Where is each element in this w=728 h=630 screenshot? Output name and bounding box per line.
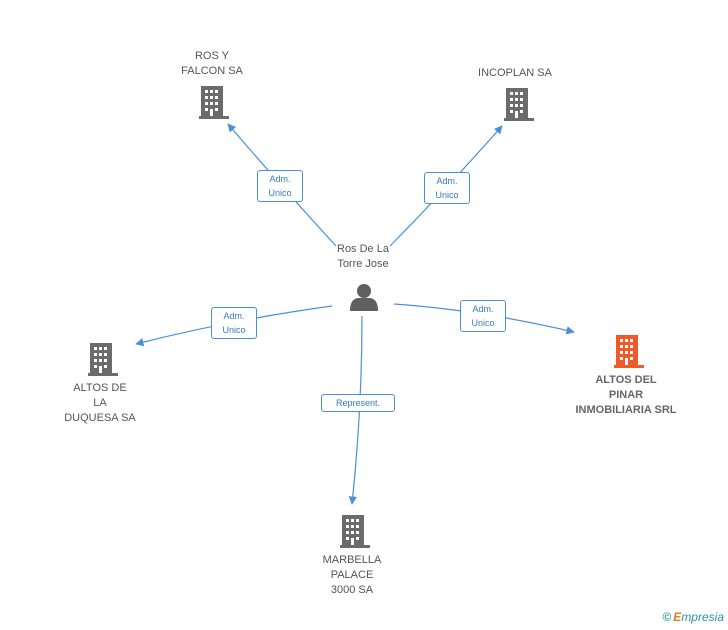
building-icon-marbella[interactable]	[340, 515, 370, 548]
company-label-ros-falcon[interactable]: ROS Y FALCON SA	[181, 50, 243, 77]
person-name-label[interactable]: Ros De La Torre Jose	[337, 243, 389, 270]
building-icon-incoplan[interactable]	[504, 88, 534, 121]
edge-label-altos-duquesa: Adm. Unico	[211, 307, 257, 339]
company-label-altos-duquesa[interactable]: ALTOS DE LA DUQUESA SA	[64, 382, 136, 424]
building-icon-altos-duquesa[interactable]	[88, 343, 118, 376]
company-label-altos-pinar[interactable]: ALTOS DEL PINAR INMOBILIARIA SRL	[575, 374, 677, 416]
empresia-logo: ©Empresia	[662, 610, 724, 624]
person-icon[interactable]	[350, 284, 378, 311]
copyright-symbol: ©	[662, 610, 672, 624]
brand-initial: E	[673, 610, 682, 624]
company-label-incoplan[interactable]: INCOPLAN SA	[478, 67, 552, 79]
edge-label-ros-falcon: Adm. Unico	[257, 170, 303, 202]
brand-name: mpresia	[681, 610, 724, 624]
building-icon-altos-pinar[interactable]	[614, 335, 644, 368]
building-icon-ros-falcon[interactable]	[199, 86, 229, 119]
edge-label-altos-pinar: Adm. Unico	[460, 300, 506, 332]
edge-label-incoplan: Adm. Unico	[424, 172, 470, 204]
company-label-marbella[interactable]: MARBELLA PALACE 3000 SA	[322, 554, 382, 596]
edge-label-marbella: Represent.	[321, 394, 395, 412]
